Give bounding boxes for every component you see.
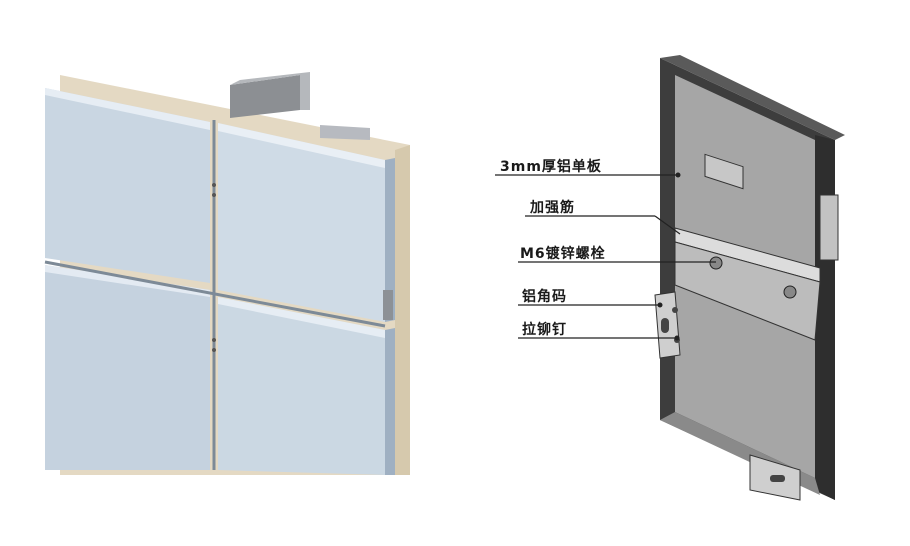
side-bracket [383, 290, 393, 320]
label-aluminium-sheet: 3mm厚铝单板 [500, 159, 602, 175]
bolt [709, 256, 723, 270]
label-reinforcement-rib: 加强筋 [530, 200, 575, 216]
top-bracket [704, 153, 744, 190]
aluminium-panel [218, 297, 385, 475]
label-angle-bracket: 铝角码 [522, 289, 567, 305]
panel-detail-diagram: 3mm厚铝单板 加强筋 M6镀锌螺栓 铝角码 拉铆钉 [470, 0, 910, 546]
label-galvanized-bolt: M6镀锌螺栓 [520, 246, 606, 262]
aluminium-panel [45, 265, 210, 470]
aluminium-panel [45, 88, 210, 283]
label-blind-rivet: 拉铆钉 [522, 322, 567, 338]
bolt [783, 285, 797, 299]
aluminium-panel [218, 123, 385, 322]
curtain-wall-illustration [44, 72, 410, 475]
right-bracket [819, 194, 839, 261]
steel-channel [230, 75, 300, 118]
